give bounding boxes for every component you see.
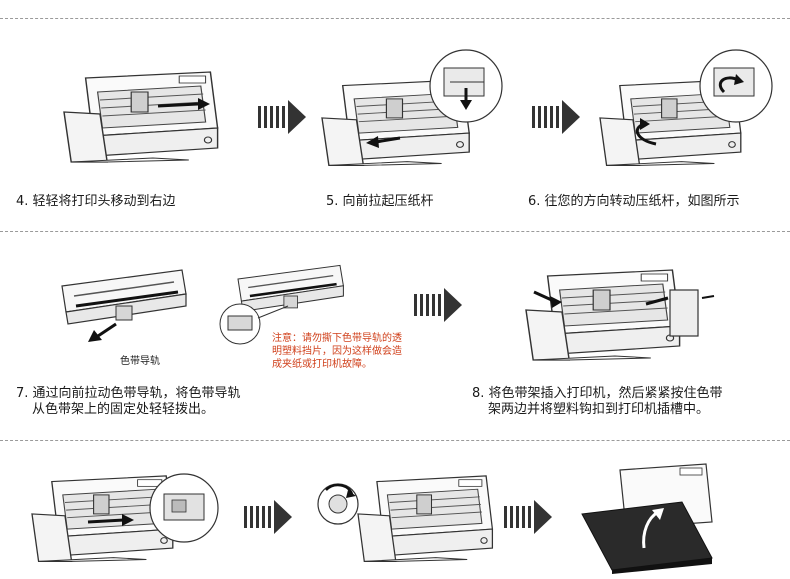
printer-illustration-step11 — [572, 462, 742, 574]
step6-text: 往您的方向转动压纸杆，如图所示 — [544, 194, 740, 209]
step6-caption: 6. 往您的方向转动压纸杆，如图所示 — [528, 194, 740, 210]
step7-number: 7. — [16, 386, 29, 401]
step7-caption: 7. 通过向前拉动色带导轨，将色带导轨 从色带架上的固定处轻轻拨出。 — [16, 386, 241, 418]
printer-illustration-step4 — [38, 66, 228, 166]
step8-caption: 8. 将色带架插入打印机，然后紧紧按住色带 架两边并将塑料钩扣到打印机插槽中。 — [472, 386, 723, 418]
step7-text-line1: 通过向前拉动色带导轨，将色带导轨 — [32, 386, 241, 401]
step8-number: 8. — [472, 386, 485, 401]
step5-number: 5. — [326, 194, 339, 209]
section-divider-2 — [0, 440, 790, 441]
step-arrow-icon — [244, 500, 304, 540]
step7-text-line2: 从色带架上的固定处轻轻拨出。 — [32, 402, 215, 417]
section-divider-top — [0, 18, 790, 19]
caution-note-line1: 注意：请勿撕下色带导轨的透 — [272, 333, 402, 344]
step4-number: 4. — [16, 194, 29, 209]
ribbon-cartridge-illustration — [58, 262, 198, 342]
step-arrow-icon — [414, 288, 474, 328]
step4-text: 轻轻将打印头移动到右边 — [32, 194, 176, 209]
step8-text-line2: 架两边并将塑料钩扣到打印机插槽中。 — [488, 402, 710, 417]
section-divider-1 — [0, 231, 790, 232]
step5-text: 向前拉起压纸杆 — [342, 194, 434, 209]
ribbon-guide-label: 色带导轨 — [120, 356, 160, 367]
printer-illustration-step6 — [596, 49, 790, 172]
step-arrow-icon — [532, 100, 592, 140]
caution-note: 注意：请勿撕下色带导轨的透 明塑料挡片，因为这样做会造 成夹纸或打印机故障。 — [272, 332, 402, 371]
printer-illustration-step10 — [310, 464, 500, 574]
step8-text-line1: 将色带架插入打印机，然后紧紧按住色带 — [488, 386, 723, 401]
step4-caption: 4. 轻轻将打印头移动到右边 — [16, 194, 176, 210]
step5-caption: 5. 向前拉起压纸杆 — [326, 194, 434, 210]
caution-note-line2: 明塑料挡片，因为这样做会造 — [272, 346, 402, 357]
step-arrow-icon — [258, 100, 318, 140]
caution-note-line3: 成夹纸或打印机故障。 — [272, 359, 372, 370]
step6-number: 6. — [528, 194, 541, 209]
printer-illustration-step9 — [24, 464, 224, 574]
step-arrow-icon — [504, 500, 564, 540]
ribbon-cartridge-detail-illustration — [218, 262, 358, 352]
printer-illustration-step8 — [525, 262, 726, 372]
printer-illustration-step5 — [320, 49, 520, 172]
